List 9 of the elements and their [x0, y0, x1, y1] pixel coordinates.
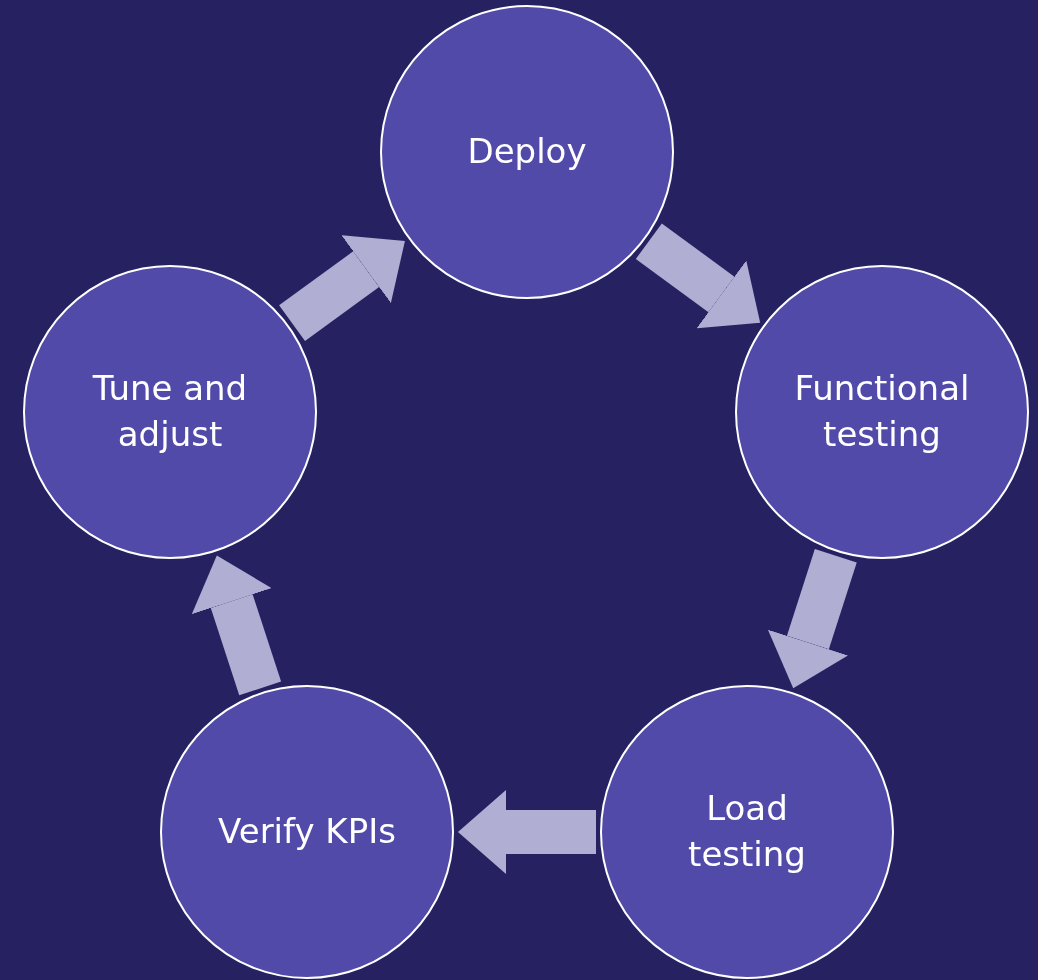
block-arrow — [191, 555, 282, 696]
step-label: Tune and adjust — [91, 367, 249, 456]
step-label: Verify KPIs — [218, 810, 396, 854]
step-label: Functional testing — [793, 367, 971, 456]
step-label: Deploy — [467, 130, 587, 174]
block-arrow — [458, 790, 596, 874]
block-arrow — [635, 223, 761, 329]
block-arrow — [767, 549, 857, 689]
step-label: Load testing — [687, 787, 807, 876]
